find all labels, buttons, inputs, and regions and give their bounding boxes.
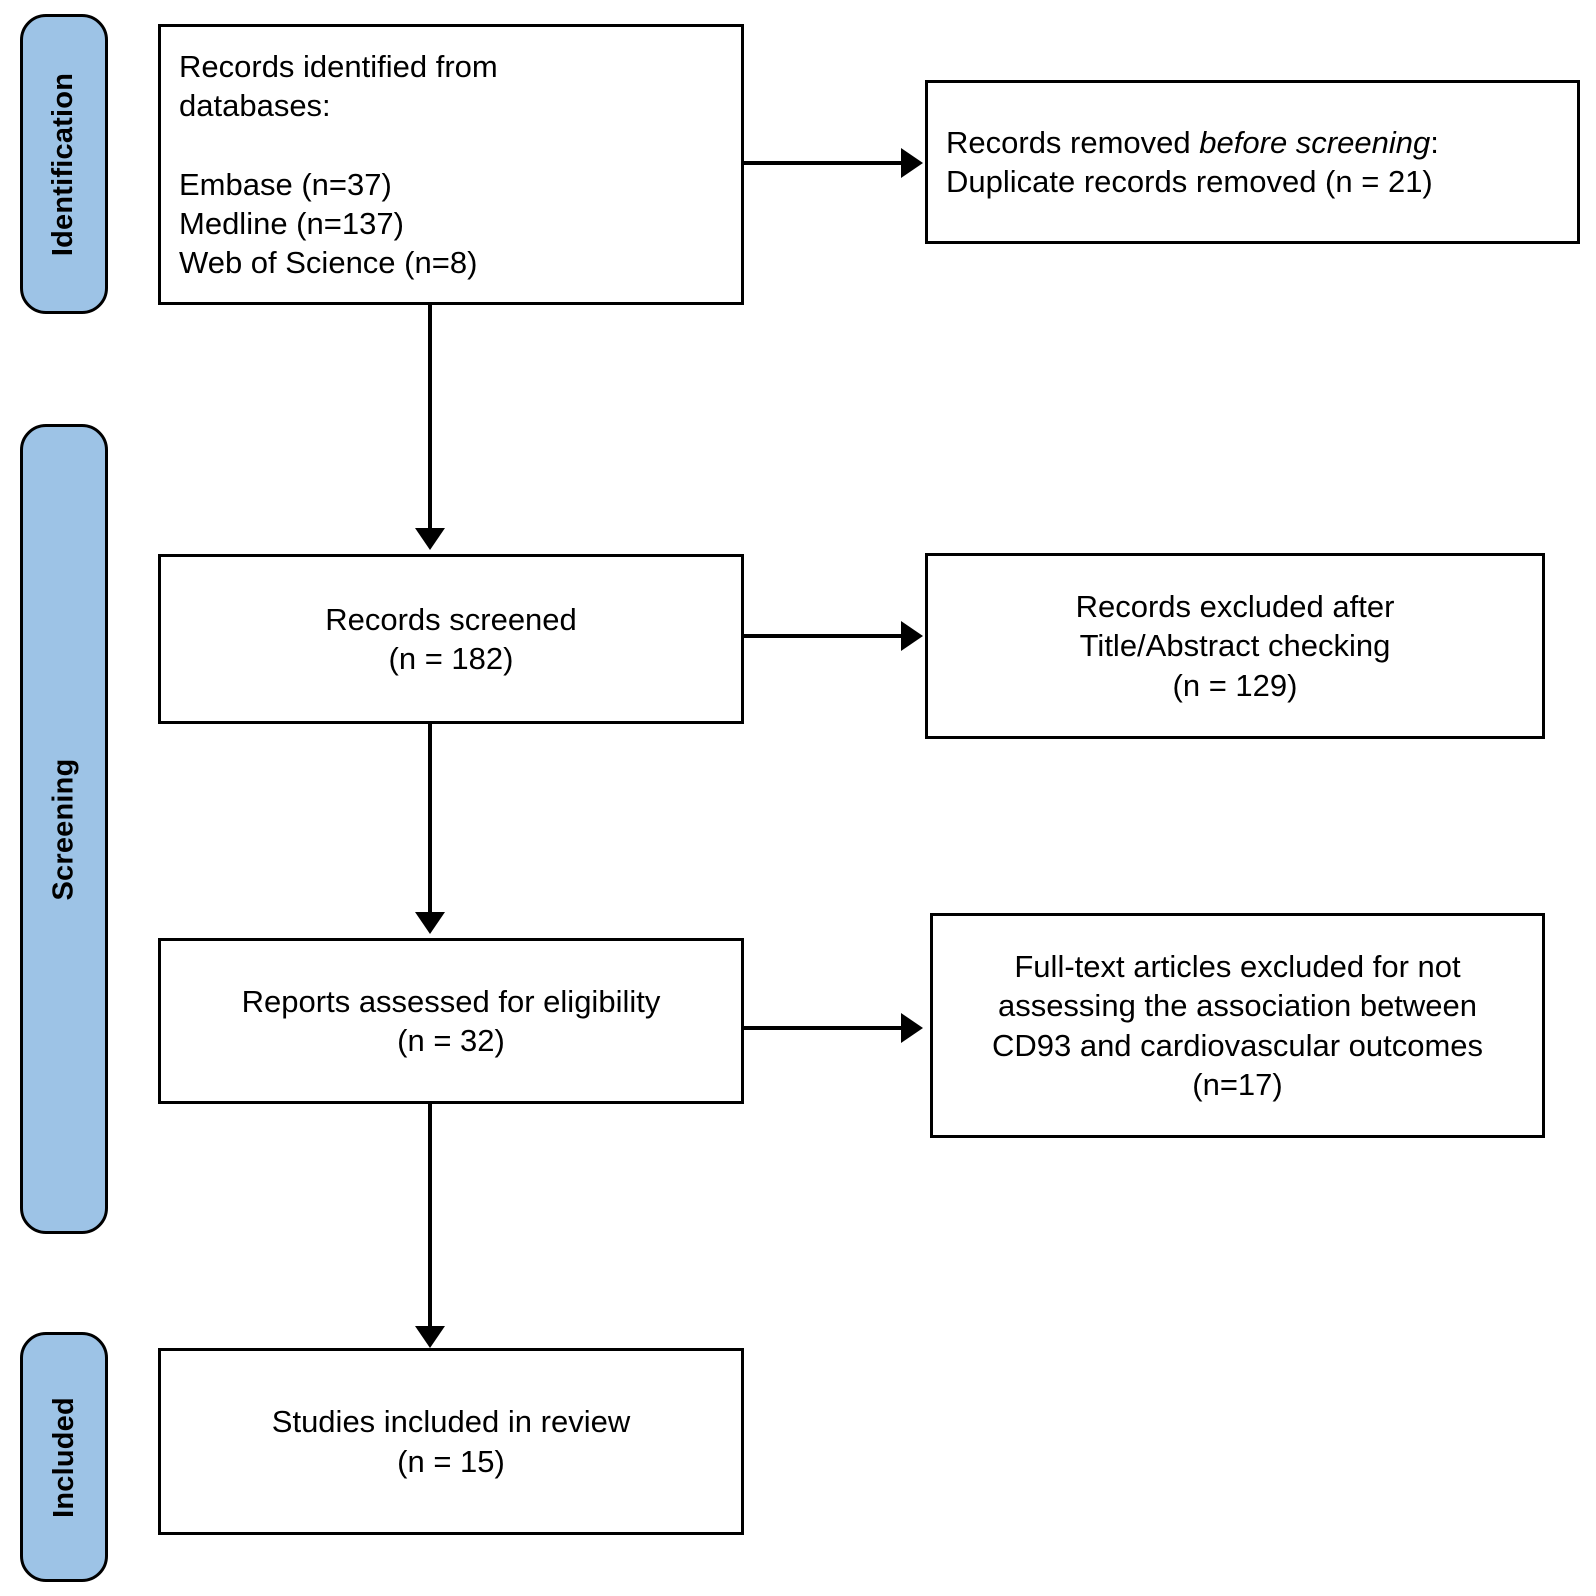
connector-assessed-to-included	[428, 1104, 432, 1328]
records-removed-line1-suffix: :	[1430, 124, 1439, 160]
arrowhead-identified-to-removed	[901, 148, 923, 178]
records-identified-line1: Records identified from	[179, 49, 498, 85]
records-excluded-count: (n = 129)	[1172, 667, 1298, 703]
records-identified-source-medline: Medline (n=137)	[179, 205, 404, 241]
studies-included-line1: Studies included in review	[271, 1404, 631, 1440]
studies-included-count: (n = 15)	[397, 1443, 505, 1479]
stage-identification: Identification	[20, 14, 108, 314]
arrowhead-assessed-to-fulltext-excluded	[901, 1013, 923, 1043]
connector-identified-to-removed	[744, 161, 904, 165]
box-records-removed: Records removed before screening: Duplica…	[925, 80, 1580, 244]
records-removed-line2: Duplicate records removed (n = 21)	[946, 164, 1433, 199]
fulltext-excluded-line3: CD93 and cardiovascular outcomes	[991, 1027, 1484, 1063]
connector-screened-to-excluded	[744, 634, 904, 638]
stage-included: Included	[20, 1332, 108, 1582]
connector-assessed-to-fulltext-excluded	[744, 1026, 904, 1030]
records-excluded-line2: Title/Abstract checking	[1079, 628, 1391, 664]
arrowhead-identified-to-screened	[415, 528, 445, 550]
box-reports-assessed-text: Reports assessed for eligibility (n = 32)	[161, 982, 741, 1060]
reports-assessed-count: (n = 32)	[397, 1023, 505, 1058]
stage-included-label: Included	[47, 1396, 80, 1518]
records-removed-line1-prefix: Records removed	[946, 124, 1200, 160]
records-removed-line1-italic: before screening	[1199, 124, 1431, 160]
reports-assessed-line1: Reports assessed for eligibility	[241, 983, 661, 1019]
box-reports-assessed: Reports assessed for eligibility (n = 32)	[158, 938, 744, 1104]
records-identified-source-wos: Web of Science (n=8)	[179, 244, 478, 280]
fulltext-excluded-line2: assessing the association between	[997, 988, 1478, 1024]
records-screened-count: (n = 182)	[388, 641, 514, 676]
box-records-removed-text: Records removed before screening: Duplica…	[928, 123, 1577, 201]
stage-screening: Screening	[20, 424, 108, 1234]
arrowhead-screened-to-excluded	[901, 621, 923, 651]
arrowhead-screened-to-assessed	[415, 912, 445, 934]
records-identified-source-embase: Embase (n=37)	[179, 166, 392, 202]
records-identified-line2: databases:	[179, 88, 331, 124]
fulltext-excluded-count: (n=17)	[1192, 1066, 1283, 1102]
records-screened-line1: Records screened	[325, 601, 577, 637]
box-studies-included: Studies included in review(n = 15)	[158, 1348, 744, 1535]
records-excluded-line1: Records excluded after	[1075, 589, 1395, 625]
box-studies-included-text: Studies included in review(n = 15)	[161, 1402, 741, 1480]
connector-screened-to-assessed	[428, 724, 432, 914]
connector-identified-to-screened	[428, 302, 432, 530]
arrowhead-assessed-to-included	[415, 1326, 445, 1348]
fulltext-excluded-line1: Full-text articles excluded for not	[1014, 949, 1461, 985]
stage-identification-label: Identification	[47, 72, 80, 256]
box-records-screened-text: Records screened (n = 182)	[161, 600, 741, 678]
stage-screening-label: Screening	[47, 757, 80, 901]
box-records-screened: Records screened (n = 182)	[158, 554, 744, 724]
